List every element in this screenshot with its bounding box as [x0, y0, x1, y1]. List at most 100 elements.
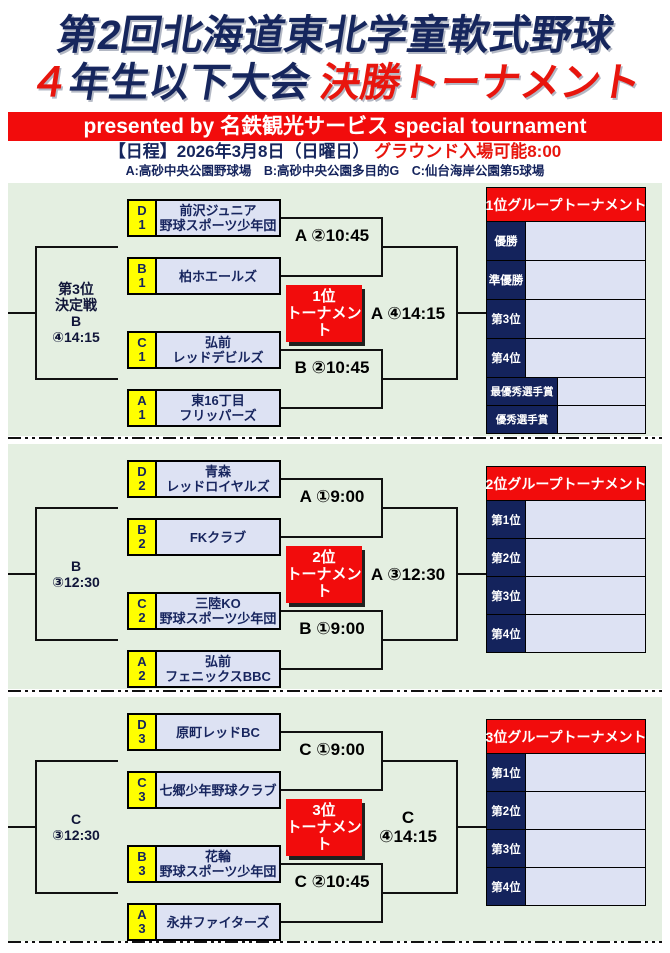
result-row: 第3位	[487, 830, 645, 868]
schedule-line: 【日程】2026年3月8日（日曜日） グラウンド入場可能8:00	[0, 141, 670, 163]
result-panel-title: 3位グループトーナメント	[486, 720, 646, 754]
team-name: 七郷少年野球クラブ	[159, 782, 277, 798]
final-match-label: C ④14:15	[379, 808, 437, 846]
semifinal1-label: A ①9:00	[299, 487, 365, 506]
result-cell	[526, 615, 645, 652]
result-row: 準優勝	[487, 261, 645, 300]
team-name: 原町レッドBC	[176, 724, 260, 740]
third-place-match-label: 第3位 決定戦 B ④14:15	[52, 281, 100, 345]
bracket-connector-lines	[8, 731, 486, 923]
result-row: 第1位	[487, 754, 645, 792]
title-final-text: 決勝トーナメント	[317, 61, 645, 105]
final-match-label: A ③12:30	[370, 564, 446, 584]
schedule-note: グラウンド入場可能8:00	[374, 142, 562, 161]
result-row: 第4位	[487, 615, 645, 652]
result-cell	[526, 261, 645, 299]
team-name: 弘前フェニックスBBC	[165, 654, 271, 684]
team-name: 花輪野球スポーツ少年団	[159, 849, 277, 879]
bracket-connector-lines	[8, 478, 486, 670]
result-cell	[526, 539, 645, 576]
presented-banner: presented by 名鉄観光サービス special tournament	[8, 112, 662, 141]
team-name: 柏ホエールズ	[178, 268, 257, 284]
award-cell	[558, 378, 645, 405]
result-row: 第4位	[487, 339, 645, 378]
page-title: 第2回北海道東北学童軟式野球 ４年生以下大会 決勝トーナメント	[0, 10, 670, 106]
third-place-match-label: C ③12:30	[52, 811, 100, 843]
third-place-match-label: B ③12:30	[52, 558, 100, 590]
semifinal1-label: C ①9:00	[299, 740, 365, 759]
section-divider	[8, 941, 662, 943]
result-panel: 1位グループトーナメント 優勝 準優勝 第3位 第4位 最優秀選手賞 優秀選手賞	[486, 187, 646, 434]
result-cell	[526, 868, 645, 905]
final-match-label: A ④14:15	[370, 303, 446, 323]
semifinal2-label: C ②10:45	[294, 872, 370, 891]
semifinal2-label: B ②10:45	[294, 358, 370, 377]
result-row: 第4位	[487, 868, 645, 905]
result-row: 第3位	[487, 577, 645, 615]
title-line2: ４年生以下大会 決勝トーナメント	[0, 60, 670, 106]
result-cell	[526, 754, 645, 791]
result-panel-title: 1位グループトーナメント	[486, 188, 646, 222]
team-name: 弘前レッドデビルズ	[172, 335, 264, 365]
result-cell	[526, 339, 645, 377]
result-panel: 2位グループトーナメント 第1位 第2位 第3位 第4位	[486, 466, 646, 653]
result-panel-title: 2位グループトーナメント	[486, 467, 646, 501]
award-cell	[558, 406, 645, 433]
schedule-date: 【日程】2026年3月8日（日曜日）	[108, 142, 375, 161]
result-cell	[526, 300, 645, 338]
title-grade-text: 年生以下大会	[65, 61, 325, 105]
result-cell	[526, 577, 645, 614]
result-cell	[526, 792, 645, 829]
semifinal1-label: A ②10:45	[294, 226, 370, 245]
result-panel: 3位グループトーナメント 第1位 第2位 第3位 第4位	[486, 719, 646, 906]
team-name: 青森レッドロイヤルズ	[166, 464, 270, 494]
award-row: 最優秀選手賞	[487, 378, 645, 406]
tournament-title-box: 1位 トーナメント	[286, 285, 362, 342]
result-row: 優勝	[487, 222, 645, 261]
bracket-connector-lines	[8, 217, 486, 409]
team-name: FKクラブ	[189, 529, 247, 545]
result-row: 第3位	[487, 300, 645, 339]
venue-line: A:高砂中央公園野球場 B:高砂中央公園多目的G C:仙台海岸公園第5球場	[125, 164, 545, 178]
team-name: 東16丁目フリッパーズ	[179, 393, 257, 423]
result-cell	[526, 501, 645, 538]
result-row: 第2位	[487, 792, 645, 830]
title-line1: 第2回北海道東北学童軟式野球	[53, 12, 617, 58]
section-divider	[8, 690, 662, 692]
result-row: 第1位	[487, 501, 645, 539]
result-row: 第2位	[487, 539, 645, 577]
result-cell	[526, 830, 645, 867]
team-name: 永井ファイターズ	[166, 914, 270, 930]
tournament-title-box: 3位 トーナメント	[286, 799, 362, 856]
semifinal2-label: B ①9:00	[299, 619, 365, 638]
team-name: 前沢ジュニア野球スポーツ少年団	[159, 203, 277, 233]
award-row: 優秀選手賞	[487, 406, 645, 433]
